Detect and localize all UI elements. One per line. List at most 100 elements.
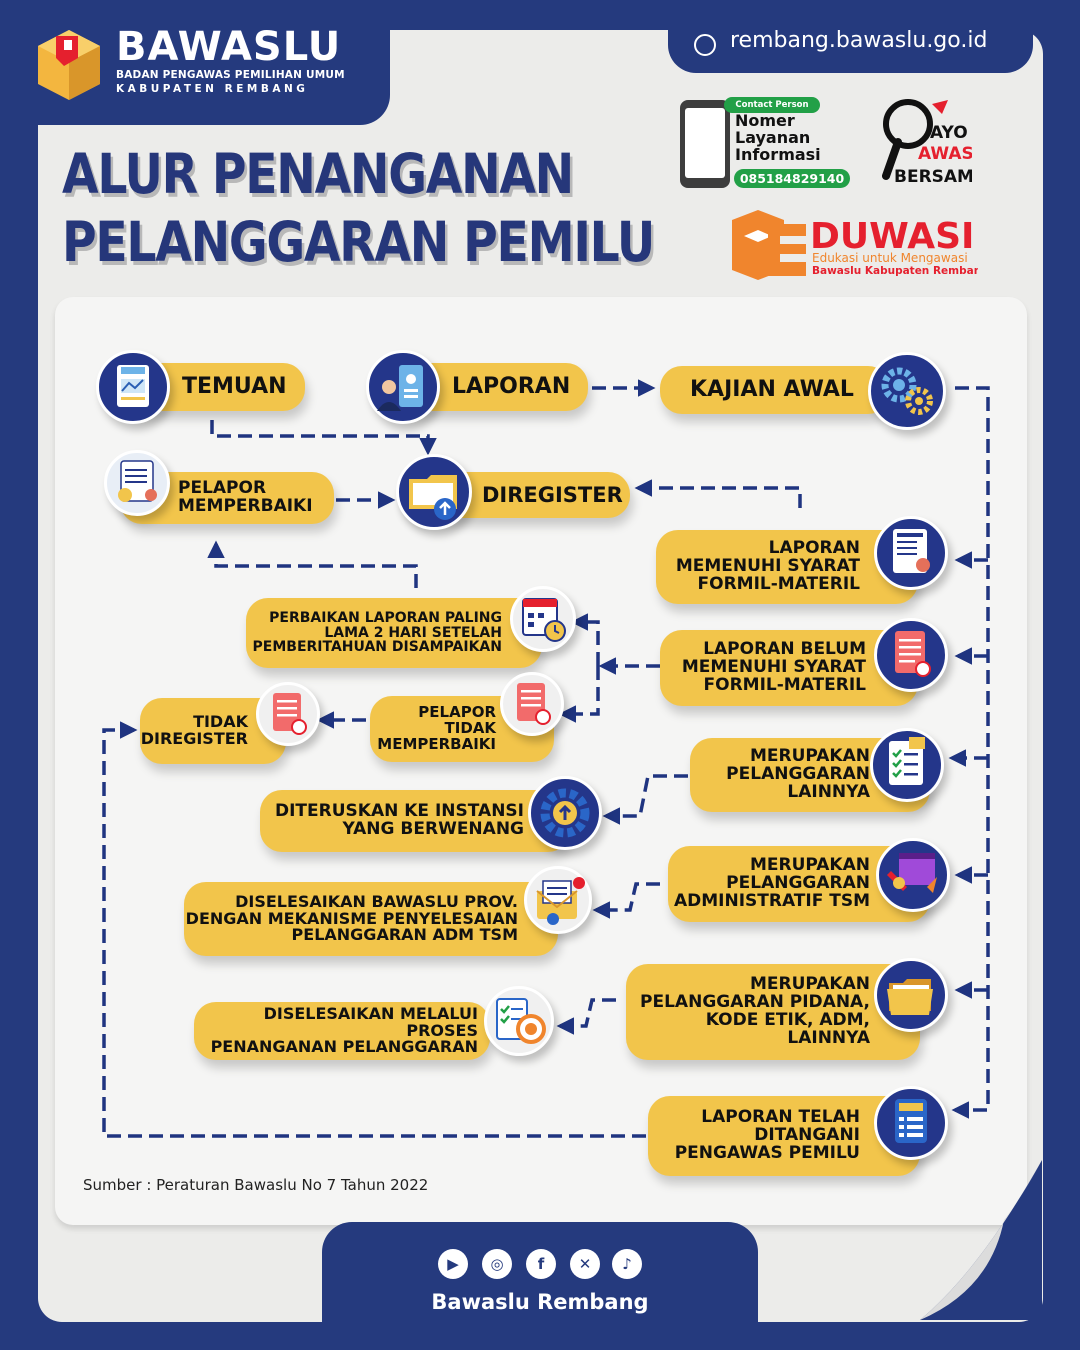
node-tidak-diregister-line-1: TIDAK <box>193 712 248 732</box>
eduwasi-org: Bawaslu Kabupaten Rembang <box>812 265 978 277</box>
ayo-text: AYO <box>930 123 968 143</box>
node-adm-tsm-line-3: ADMINISTRATIF TSM <box>673 890 870 911</box>
node-pidana-line-2: PELANGGARAN PIDANA, <box>640 992 870 1013</box>
node-proses-line-1: DISELESAIKAN MELALUI PROSES <box>263 1003 478 1040</box>
folder-upload-icon <box>396 454 472 530</box>
contact-person-badge: Contact Person <box>724 97 820 113</box>
node-diselesaikan-prov: DISELESAIKAN BAWASLU PROV. DENGAN MEKANI… <box>184 882 558 956</box>
node-lainnya-line-1: MERUPAKAN <box>749 746 870 767</box>
globe-icon <box>694 34 716 56</box>
node-pidana-line-3: KODE ETIK, ADM, <box>705 1010 870 1030</box>
reporter-icon <box>366 350 440 424</box>
phone-screen <box>685 108 725 178</box>
node-tidak-diregister-line-2: DIREGISTER <box>140 729 248 748</box>
node-prov-line-3: PELANGGARAN ADM TSM <box>291 925 518 945</box>
footer-label: Bawaslu Rembang <box>431 1290 649 1314</box>
facebook-icon[interactable]: f <box>526 1249 556 1279</box>
node-diteruskan-line-2: YANG BERWENANG <box>342 819 524 839</box>
contact-number[interactable]: 085184829140 <box>734 169 850 188</box>
folders-icon <box>874 958 948 1032</box>
calendar-clock-icon <box>510 586 576 652</box>
report-icon <box>96 350 170 424</box>
brand-region: KABUPATEN REMBANG <box>116 83 309 95</box>
node-pelapor-tidak-line-1: PELAPOR <box>418 703 496 722</box>
contact-line-1: Nomer <box>735 111 795 130</box>
node-diregister-label: DIREGISTER <box>482 482 623 507</box>
contact-info-label: Nomer Layanan Informasi <box>735 112 821 163</box>
node-memenuhi-line-2: MEMENUHI SYARAT <box>675 556 860 577</box>
source-citation: Sumber : Peraturan Bawaslu No 7 Tahun 20… <box>83 1176 429 1194</box>
contact-line-2: Layanan <box>735 128 811 147</box>
node-memenuhi-syarat: LAPORAN MEMENUHI SYARAT FORMIL-MATERIL <box>656 530 918 604</box>
brand-name: BAWASLU <box>116 24 342 70</box>
node-pelanggaran-lainnya: MERUPAKAN PELANGGARAN LAINNYA <box>690 738 930 812</box>
compliance-icon <box>104 450 170 516</box>
node-kajian-awal-label: KAJIAN AWAL <box>690 377 854 403</box>
eduwasi-name: DUWASI <box>810 216 974 257</box>
node-laporan-label: LAPORAN <box>452 374 571 400</box>
node-temuan-label: TEMUAN <box>182 374 287 400</box>
eduwasi-logo: DUWASI Edukasi untuk Mengawasi Bawaslu K… <box>732 210 978 280</box>
mail-notification-icon <box>524 866 592 934</box>
website-url[interactable]: rembang.bawaslu.go.id <box>730 28 988 53</box>
node-lainnya-line-3: LAINNYA <box>787 781 870 802</box>
node-adm-tsm-line-1: MERUPAKAN <box>749 855 870 876</box>
checklist-icon <box>870 728 944 802</box>
node-perbaikan-line-1: PERBAIKAN LAPORAN PALING <box>269 609 502 626</box>
node-memenuhi-line-1: LAPORAN <box>768 538 860 559</box>
node-pelapor-memperbaiki-line-1: PELAPOR <box>178 478 267 499</box>
title-line-1: ALUR PENANGANAN <box>62 142 574 206</box>
node-prov-line-2: DENGAN MEKANISME PENYELESAIAN <box>185 908 518 928</box>
rejected-document-icon <box>500 672 564 736</box>
eduwasi-tagline: Edukasi untuk Mengawasi <box>812 251 968 265</box>
node-pelapor-memperbaiki-line-2: MEMPERBAIKI <box>178 496 313 516</box>
node-prov-line-1: DISELESAIKAN BAWASLU PROV. <box>235 891 518 911</box>
node-adm-tsm-line-2: PELANGGARAN <box>726 873 870 894</box>
browser-tools-icon <box>876 838 950 912</box>
node-belum-line-3: FORMIL-MATERIL <box>703 674 867 695</box>
ayo-awasi-bersama-logo: AYO AWASI BERSAMA <box>882 99 972 187</box>
upload-gear-icon <box>528 776 602 850</box>
node-diselesaikan-proses: DISELESAIKAN MELALUI PROSES PENANGANAN P… <box>194 1002 490 1060</box>
website-tab[interactable] <box>668 0 1033 73</box>
page-title: ALUR PENANGANAN PELANGGARAN PEMILU <box>62 140 655 276</box>
rejected-document-icon <box>256 682 320 746</box>
node-perbaikan-line-2: LAMA 2 HARI SETELAH <box>324 624 502 641</box>
footer-tab <box>322 1222 758 1350</box>
node-perbaikan-line-3: PEMBERITAHUAN DISAMPAIKAN <box>252 639 502 656</box>
tiktok-icon[interactable]: ♪ <box>612 1249 642 1279</box>
node-memenuhi-line-3: FORMIL-MATERIL <box>697 573 861 594</box>
awasi-text: AWASI <box>918 144 972 164</box>
node-ditangani-line-1: LAPORAN TELAH <box>701 1107 860 1128</box>
node-pidana: MERUPAKAN PELANGGARAN PIDANA, KODE ETIK,… <box>626 964 920 1060</box>
page-curl <box>920 1160 1042 1320</box>
gear-icon <box>868 352 946 430</box>
node-pelapor-tidak-line-3: MEMPERBAIKI <box>377 734 496 753</box>
compliance-checklist-icon <box>874 516 948 590</box>
contact-line-3: Informasi <box>735 145 821 164</box>
x-icon[interactable]: ✕ <box>570 1249 600 1279</box>
node-perbaikan-laporan: PERBAIKAN LAPORAN PALING LAMA 2 HARI SET… <box>246 598 542 668</box>
rejected-document-icon <box>874 618 948 692</box>
title-line-2: PELANGGARAN PEMILU <box>62 210 655 274</box>
target-checklist-icon <box>484 986 554 1056</box>
action-plan-icon <box>874 1086 948 1160</box>
bersama-text: BERSAMA <box>894 167 972 187</box>
youtube-icon[interactable]: ▶ <box>438 1249 468 1279</box>
node-diteruskan-line-1: DITERUSKAN KE INSTANSI <box>275 801 524 822</box>
instagram-icon[interactable]: ◎ <box>482 1249 512 1279</box>
node-kajian-awal: KAJIAN AWAL <box>660 366 890 414</box>
node-pidana-line-1: MERUPAKAN <box>749 974 870 995</box>
node-pelapor-tidak-line-2: TIDAK <box>444 719 497 738</box>
node-diteruskan: DITERUSKAN KE INSTANSI YANG BERWENANG <box>260 790 570 852</box>
node-ditangani-line-3: PENGAWAS PEMILU <box>674 1142 860 1163</box>
node-pidana-line-4: LAINNYA <box>787 1027 870 1048</box>
node-belum-line-2: MEMENUHI SYARAT <box>681 657 866 678</box>
node-laporan-ditangani: LAPORAN TELAH DITANGANI PENGAWAS PEMILU <box>648 1096 920 1176</box>
node-belum-line-1: LAPORAN BELUM <box>703 639 866 660</box>
brand-subtitle: BADAN PENGAWAS PEMILIHAN UMUM <box>116 69 345 81</box>
node-proses-line-2: PENANGANAN PELANGGARAN <box>210 1037 478 1057</box>
node-ditangani-line-2: DITANGANI <box>754 1125 860 1146</box>
node-lainnya-line-2: PELANGGARAN <box>726 764 870 785</box>
bawaslu-logo <box>38 30 100 100</box>
